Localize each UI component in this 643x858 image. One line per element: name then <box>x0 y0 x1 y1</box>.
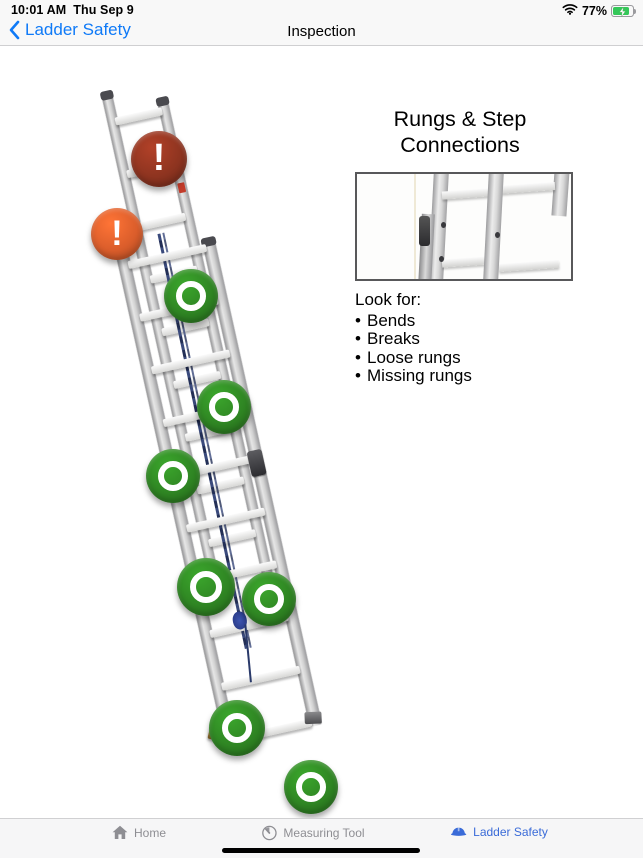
tab-label: Measuring Tool <box>283 826 365 840</box>
status-bar: 10:01 AM Thu Sep 9 77% <box>0 0 643 18</box>
battery-percent-label: 77% <box>581 4 607 18</box>
home-icon <box>112 825 128 839</box>
bullet-icon: • <box>355 311 361 330</box>
content-area: !! Rungs & Step Connections Look for: •B… <box>0 46 643 818</box>
marker-pass[interactable] <box>209 700 265 756</box>
nav-bar: Ladder Safety Inspection <box>0 18 643 45</box>
marker-warning[interactable]: ! <box>91 208 143 260</box>
look-for-item: •Breaks <box>355 329 420 349</box>
hard-hat-icon <box>451 827 467 836</box>
section-title: Rungs & Step Connections <box>393 107 527 157</box>
tab-label: Ladder Safety <box>473 825 548 839</box>
bullet-icon: • <box>355 366 361 386</box>
exclamation-icon: ! <box>111 213 123 253</box>
rivet-dot <box>441 222 446 228</box>
look-for-list: •Bends•Breaks•Loose rungs•Missing rungs <box>355 311 472 386</box>
battery-nub <box>634 9 637 14</box>
detail-image <box>355 172 573 281</box>
date-label: Thu Sep 9 <box>73 3 134 17</box>
marker-warning[interactable]: ! <box>131 131 187 187</box>
tab-bar: Home Measuring Tool Ladder Safety <box>0 818 643 858</box>
tab-measuring-tool[interactable]: Measuring Tool <box>261 825 365 841</box>
ladder-photo: !! <box>0 46 400 818</box>
look-for-item: •Bends <box>355 311 416 330</box>
marker-pass[interactable] <box>197 380 251 434</box>
marker-pass[interactable] <box>164 269 218 323</box>
ok-ring-icon <box>254 584 284 614</box>
clock-label: 10:01 AM <box>11 3 67 17</box>
back-button[interactable]: Ladder Safety <box>8 20 131 40</box>
exclamation-icon: ! <box>152 137 166 179</box>
ok-ring-icon <box>158 461 188 491</box>
marker-layer: !! <box>0 46 643 818</box>
ok-ring-icon <box>209 392 239 422</box>
marker-pass[interactable] <box>242 572 296 626</box>
tab-ladder-safety[interactable]: Ladder Safety <box>450 825 548 839</box>
tab-home[interactable]: Home <box>112 825 166 840</box>
home-indicator[interactable] <box>222 848 420 853</box>
bullet-icon: • <box>355 347 361 367</box>
detail-image-bracket <box>419 216 430 246</box>
back-chevron-icon <box>9 20 20 40</box>
look-for-label: Look for: <box>355 290 422 309</box>
ok-ring-icon <box>176 281 206 311</box>
top-bar: 10:01 AM Thu Sep 9 77% <box>0 0 643 46</box>
look-for-item: •Missing rungs <box>355 366 472 386</box>
marker-pass[interactable] <box>284 760 338 814</box>
rivet-dot <box>439 256 444 262</box>
look-for-block: Look for: •Bends•Breaks•Loose rungs•Miss… <box>355 290 472 386</box>
bullet-icon: • <box>355 329 361 349</box>
battery-icon <box>611 5 637 17</box>
ok-ring-icon <box>190 571 222 603</box>
ok-ring-icon <box>221 712 253 744</box>
gauge-icon <box>262 825 277 841</box>
marker-pass[interactable] <box>146 449 200 503</box>
wifi-icon <box>562 2 578 20</box>
page-title: Inspection <box>287 23 356 40</box>
tab-label: Home <box>133 825 167 840</box>
look-for-item: •Loose rungs <box>355 347 461 367</box>
status-right: 77% <box>562 2 637 20</box>
status-left: 10:01 AM Thu Sep 9 <box>11 3 134 17</box>
back-label: Ladder Safety <box>25 20 131 39</box>
marker-pass[interactable] <box>177 558 235 616</box>
rivet-dot <box>495 232 500 238</box>
detail-image-bg-line <box>414 174 416 279</box>
charging-bolt-icon <box>619 6 626 17</box>
ok-ring-icon <box>296 772 326 802</box>
